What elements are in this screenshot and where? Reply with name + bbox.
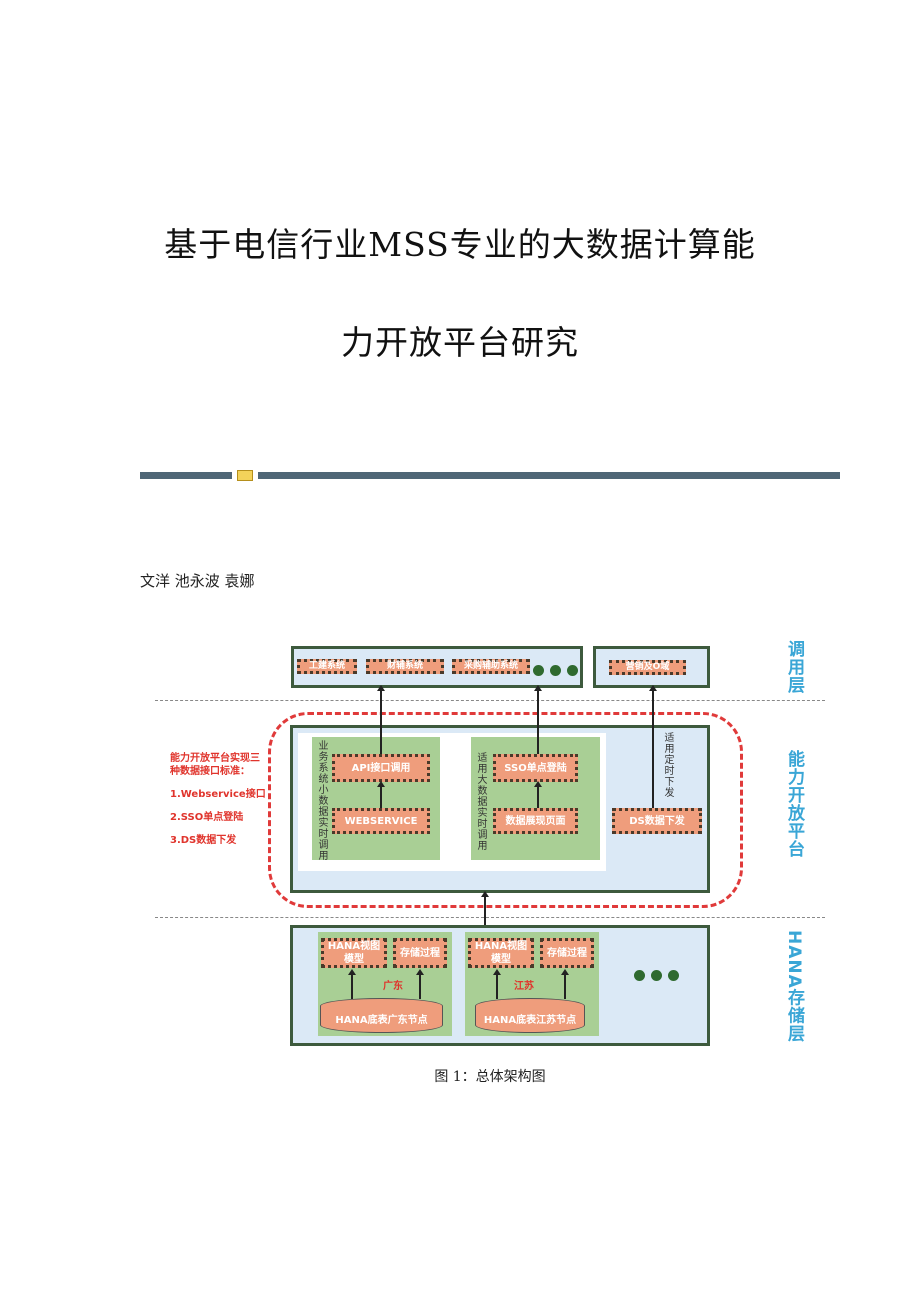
- call-system: 工建系统: [297, 659, 357, 674]
- call-system: 财辅系统: [366, 659, 444, 674]
- view-model-box: HANA视图模型: [468, 938, 534, 968]
- data-page-box: 数据展现页面: [493, 808, 578, 834]
- layer-label-call: 调用层: [784, 640, 804, 694]
- api-box: API接口调用: [332, 754, 430, 782]
- arrow: [534, 685, 541, 754]
- platform-boundary: [268, 712, 743, 908]
- call-system: 采购辅助系统: [452, 659, 530, 674]
- title-line-2: 力开放平台研究: [341, 323, 579, 362]
- authors: 文洋 池永波 袁娜: [140, 572, 255, 590]
- layer-divider: [155, 700, 825, 701]
- group3-label: 适用定时下发: [662, 732, 673, 798]
- arrow: [377, 685, 384, 754]
- group1-label: 业务系统小数据实时调用: [316, 740, 327, 861]
- proc-box: 存储过程: [393, 938, 447, 968]
- arrow: [377, 781, 384, 808]
- db-cylinder: HANA底表广东节点: [320, 998, 443, 1033]
- group2-label: 适用大数据实时调用: [475, 752, 486, 851]
- divider-right: [258, 472, 840, 479]
- proc-box: 存储过程: [540, 938, 594, 968]
- arrow: [649, 685, 656, 808]
- left-note-item: 1.Webservice接口: [170, 789, 266, 800]
- webservice-box: WEBSERVICE: [332, 808, 430, 834]
- left-note-item: 3.DS数据下发: [170, 835, 237, 846]
- arrow: [348, 969, 355, 999]
- arrow: [481, 891, 488, 925]
- layer-label-storage: HANA存储层: [784, 930, 804, 1043]
- more-dots: [533, 661, 584, 680]
- view-model-box: HANA视图模型: [321, 938, 387, 968]
- arrow: [416, 969, 423, 999]
- title-line-1: 基于电信行业MSS专业的大数据计算能: [164, 225, 756, 264]
- call-other: 营销及O域: [609, 660, 686, 675]
- figure-caption: 图 1：总体架构图: [434, 1069, 546, 1085]
- arrow: [561, 969, 568, 999]
- ds-box: DS数据下发: [612, 808, 702, 834]
- sso-box: SSO单点登陆: [493, 754, 578, 782]
- more-dots: [634, 966, 685, 985]
- divider-icon: [237, 470, 253, 481]
- divider-left: [140, 472, 232, 479]
- left-note-item: 2.SSO单点登陆: [170, 812, 244, 823]
- region-label: 江苏: [514, 981, 534, 992]
- region-label: 广东: [383, 981, 403, 992]
- left-note-heading: 能力开放平台实现三种数据接口标准：: [170, 753, 260, 777]
- layer-label-platform: 能力开放平台: [784, 750, 804, 858]
- db-cylinder: HANA底表江苏节点: [475, 998, 585, 1033]
- arrow: [534, 781, 541, 808]
- arrow: [493, 969, 500, 999]
- layer-divider: [155, 917, 825, 918]
